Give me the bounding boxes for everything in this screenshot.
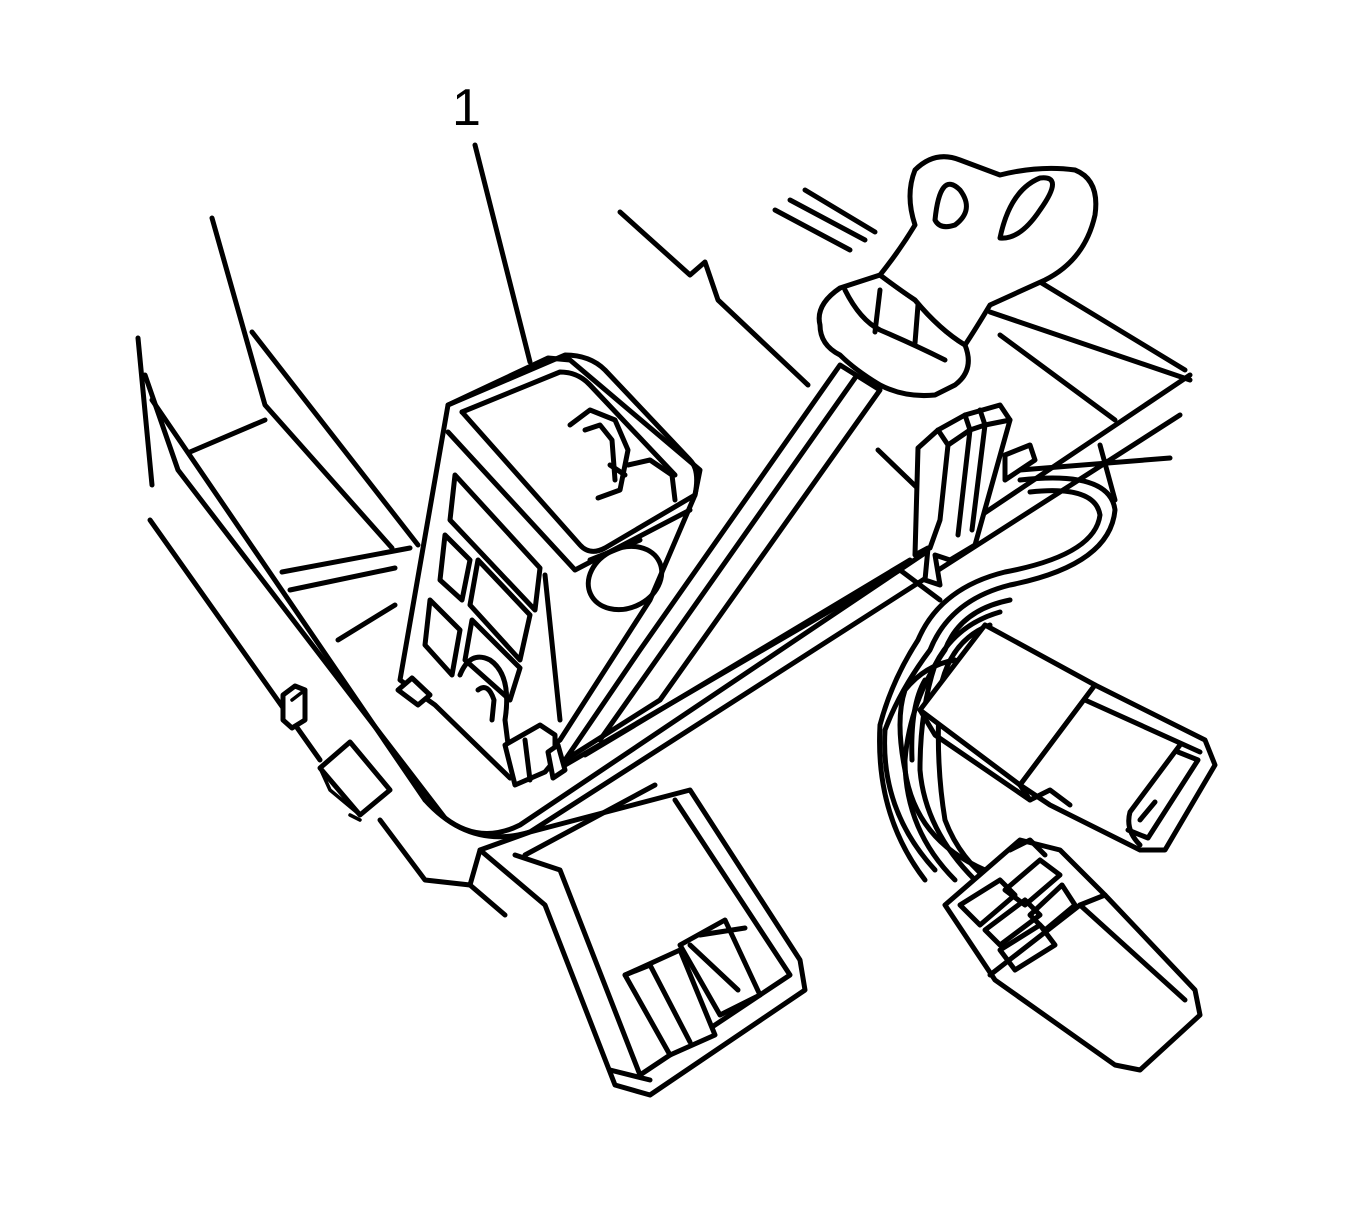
harness-connector-lower [942, 837, 1203, 1073]
harness-connector-upper [917, 622, 1218, 853]
callout-label: 1 [452, 79, 481, 137]
retaining-clip-large [317, 739, 393, 822]
callout-1: 1 [452, 79, 533, 365]
callout-leader-line [472, 142, 533, 365]
fuse-relay-block [395, 352, 703, 788]
screwdriver [562, 154, 1099, 763]
mounted-clip [912, 402, 1038, 588]
lower-bracket [477, 782, 808, 1098]
retaining-clip-small [280, 683, 308, 731]
wire-harness [877, 475, 1118, 888]
